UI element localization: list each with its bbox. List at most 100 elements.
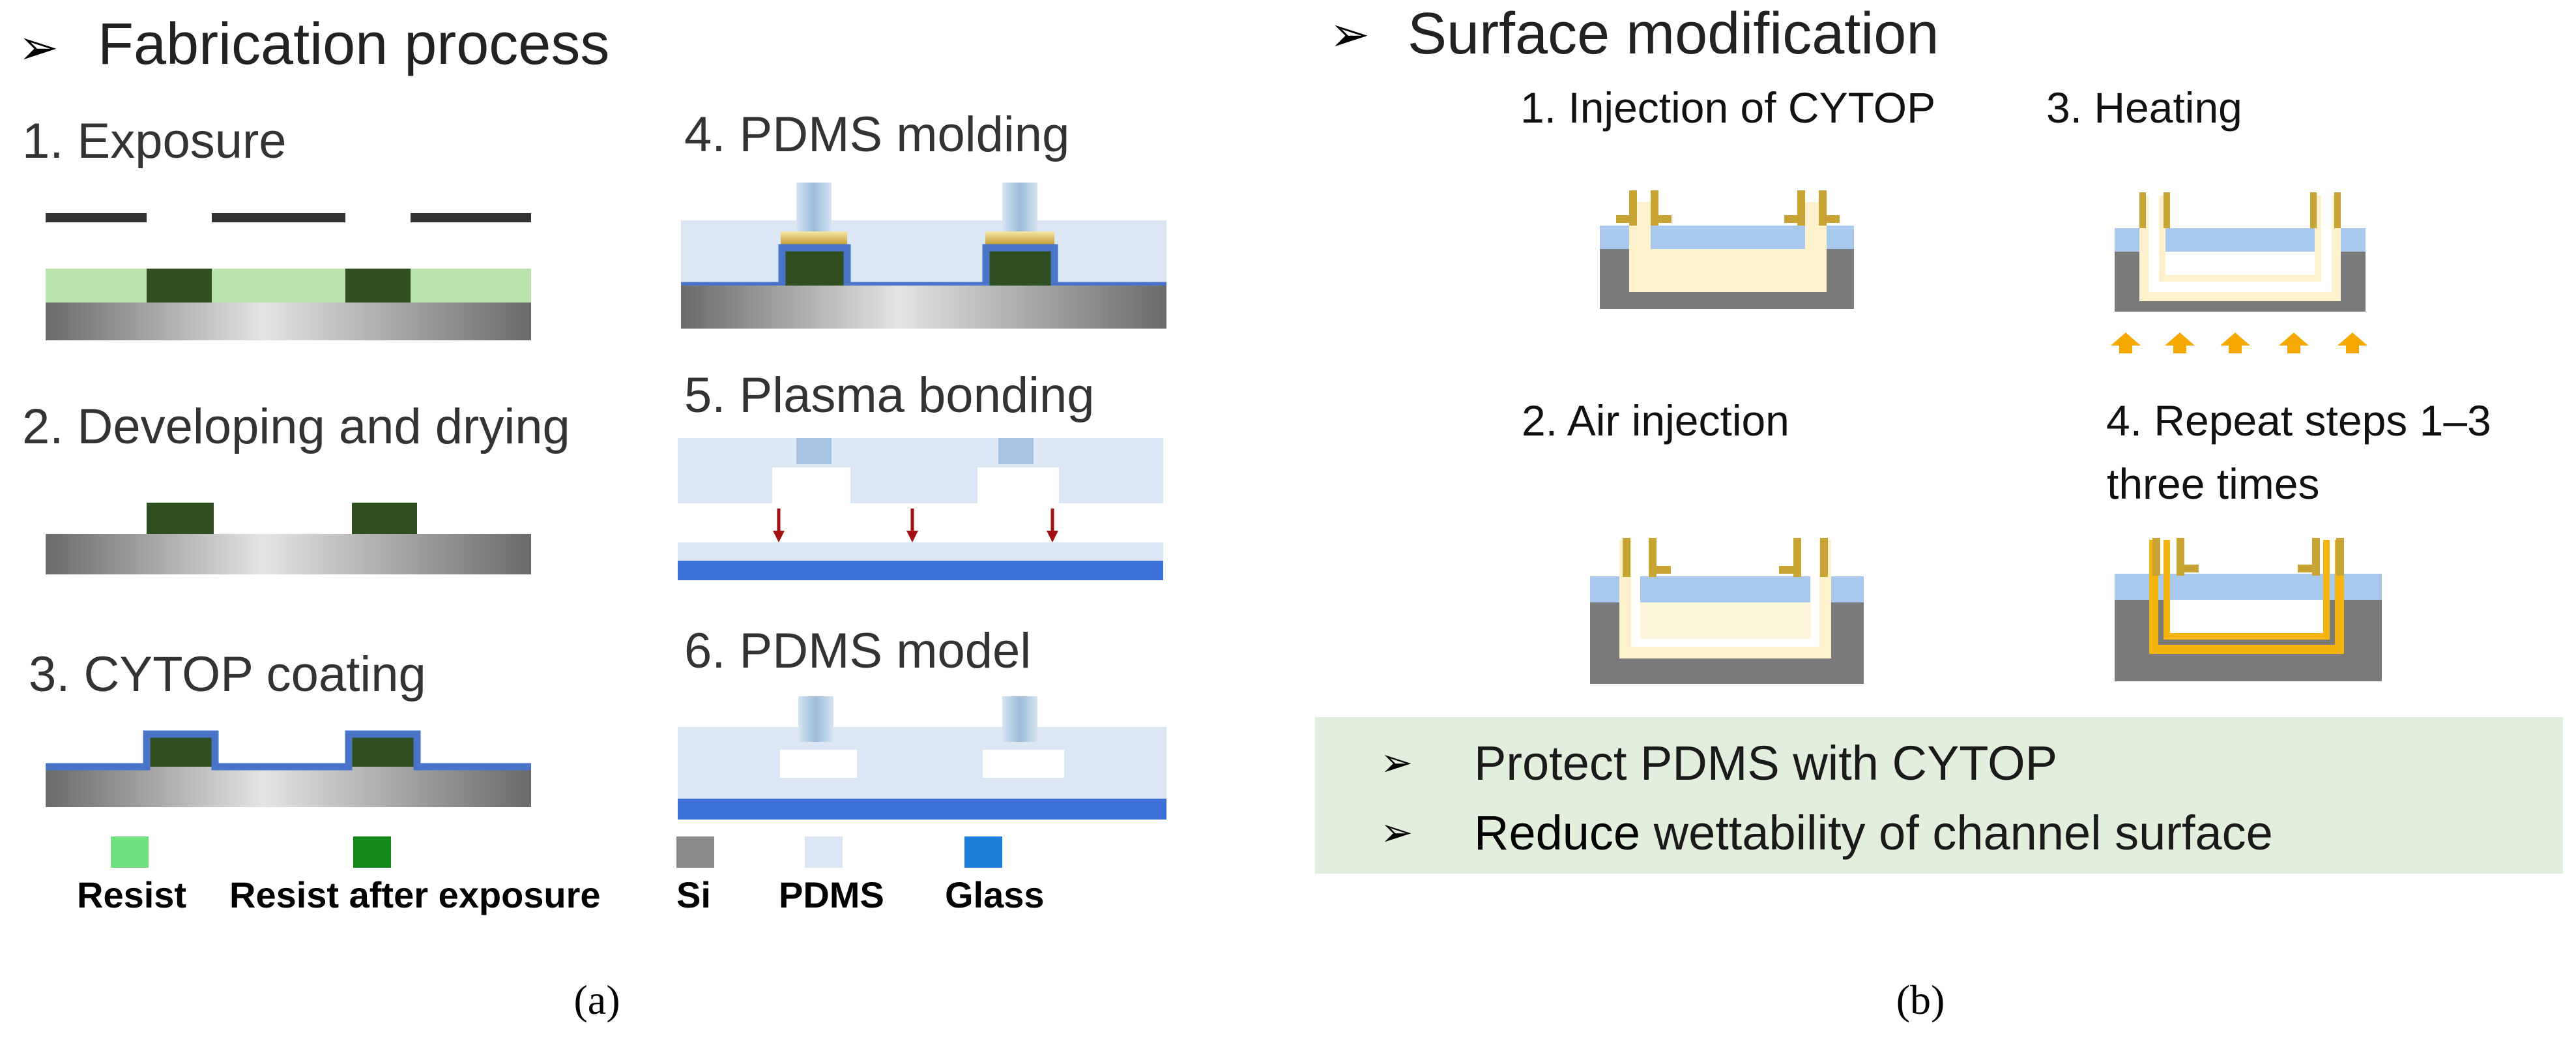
- glass-substrate: [678, 561, 1163, 580]
- step-3-label: 3. CYTOP coating: [29, 647, 426, 702]
- legend-swatch-glass: [964, 836, 1002, 868]
- bonding-arrow: [773, 509, 785, 542]
- panel-b: ➢ Surface modification 1. Injection of C…: [1315, 1, 2563, 1023]
- pdms-channel-layer: [678, 438, 1163, 503]
- bonding-arrow: [906, 509, 918, 542]
- inlet-pin: [798, 696, 833, 742]
- summary-item-2-rest: wettability of channel surface: [1640, 806, 2273, 860]
- inlet-tube-flange: [1779, 566, 1793, 574]
- inlet-tube-flange: [2298, 565, 2312, 572]
- heat-arrow-icon: [2220, 332, 2250, 353]
- pdms-thin-layer: [678, 542, 1163, 561]
- step-b2-label: 2. Air injection: [1522, 396, 1789, 445]
- inlet-tube-wall: [2177, 538, 2184, 576]
- glass-substrate: [678, 799, 1166, 820]
- cytop-fill: [1651, 249, 1805, 275]
- diagram-air-injection: [1590, 538, 1864, 684]
- heat-arrow-icon: [2279, 332, 2309, 353]
- coated-resist: [349, 734, 417, 767]
- cytop-inner-film: [2164, 540, 2330, 640]
- inlet-tube-wall: [1629, 190, 1637, 226]
- step-4-label: 4. PDMS molding: [684, 107, 1069, 162]
- pdms-model-body: [678, 727, 1166, 799]
- inlet-tube-flange: [1827, 215, 1840, 223]
- legend: Resist Resist after exposure Si PDMS Gla…: [77, 836, 1045, 915]
- panel-a: ➢ Fabrication process 1. Exposure 2. Dev…: [18, 12, 1166, 1023]
- panel-a-title: Fabrication process: [98, 12, 609, 77]
- si-wafer: [46, 303, 531, 340]
- inlet-tube-flange: [1616, 215, 1629, 223]
- resist-pattern: [147, 503, 214, 534]
- step-2-label: 2. Developing and drying: [22, 399, 570, 454]
- summary-background: [1315, 717, 2563, 874]
- air-core: [1640, 602, 1811, 639]
- bonding-arrow: [1047, 509, 1058, 542]
- inlet-tube-flange: [1657, 566, 1671, 574]
- legend-swatch-si: [676, 836, 714, 868]
- legend-swatch-resist: [111, 836, 149, 868]
- coated-resist: [147, 734, 215, 767]
- inlet-pin: [1002, 696, 1037, 742]
- inlet-pin: [796, 183, 832, 231]
- panel-b-caption: (b): [1896, 977, 1945, 1023]
- resist-layer: [46, 269, 531, 303]
- legend-label-resist: Resist: [77, 874, 186, 915]
- cytop-film: [1619, 540, 1831, 658]
- inlet-tube-wall: [1820, 538, 1828, 577]
- step-b4-label-line1: 4. Repeat steps 1–3: [2106, 396, 2491, 445]
- summary-item-2-emphasis: Reduce: [1474, 806, 1640, 860]
- legend-swatch-pdms: [805, 836, 843, 868]
- inlet-tube-wall: [2164, 192, 2170, 228]
- channel-core: [2170, 600, 2323, 633]
- summary-bullet-icon: ➢: [1380, 741, 1413, 784]
- mold-resist: [986, 248, 1054, 286]
- air-channel: [1631, 540, 1819, 647]
- legend-label-glass: Glass: [945, 874, 1045, 915]
- air-core: [2165, 252, 2315, 275]
- inlet-tube-flange: [1658, 215, 1672, 223]
- si-wafer: [46, 767, 531, 807]
- channel-void: [983, 750, 1064, 778]
- inlet-tube-wall: [1797, 190, 1805, 226]
- inlet-tube-flange: [2184, 565, 2199, 572]
- panel-a-caption: (a): [573, 977, 620, 1023]
- inlet-tube-wall: [2152, 538, 2160, 576]
- inlet-tube-wall: [1649, 538, 1657, 577]
- inlet-tube-flange: [1784, 215, 1797, 223]
- cytop-coating-layer: [46, 730, 531, 771]
- panel-b-title: Surface modification: [1408, 1, 1939, 66]
- summary-bullet-icon: ➢: [1380, 810, 1413, 854]
- inlet-tube-wall: [1793, 538, 1801, 577]
- cytop-thick-film: [2149, 540, 2344, 654]
- step-1-label: 1. Exposure: [22, 113, 287, 169]
- inlet-hole: [796, 438, 832, 464]
- cytop-filled-channel: [1629, 202, 1827, 292]
- step-b3-label: 3. Heating: [2046, 83, 2242, 132]
- pdms-block: [681, 220, 1166, 286]
- cytop-inner-film: [2159, 196, 2321, 282]
- diagram-repeat-steps: [2115, 538, 2382, 681]
- heat-arrow-icon: [2337, 332, 2367, 353]
- air-channel: [2149, 196, 2332, 292]
- inlet-hole: [998, 438, 1034, 464]
- heat-arrow-icon: [2165, 332, 2195, 353]
- exposed-resist: [147, 269, 212, 303]
- panel-b-title-bullet: ➢: [1329, 7, 1370, 61]
- legend-swatch-resist-after: [353, 836, 391, 868]
- inlet-pin: [1002, 183, 1037, 231]
- diagram-heating: [2111, 192, 2367, 353]
- si-wafer: [681, 286, 1166, 329]
- channel-void: [780, 750, 857, 778]
- summary-item-1: Protect PDMS with CYTOP: [1474, 736, 2057, 790]
- photomask-segment: [46, 213, 147, 222]
- cytop-thin-film: [2139, 196, 2341, 301]
- panel-a-title-bullet: ➢: [18, 20, 59, 74]
- inlet-tube-wall: [1623, 538, 1630, 577]
- legend-label-pdms: PDMS: [779, 874, 884, 915]
- photomask-segment: [411, 213, 531, 222]
- inlet-tube-wall: [2334, 192, 2341, 228]
- summary-box: ➢ Protect PDMS with CYTOP ➢ Reduce wetta…: [1315, 717, 2563, 874]
- step-6-label: 6. PDMS model: [684, 623, 1031, 679]
- legend-label-si: Si: [676, 874, 711, 915]
